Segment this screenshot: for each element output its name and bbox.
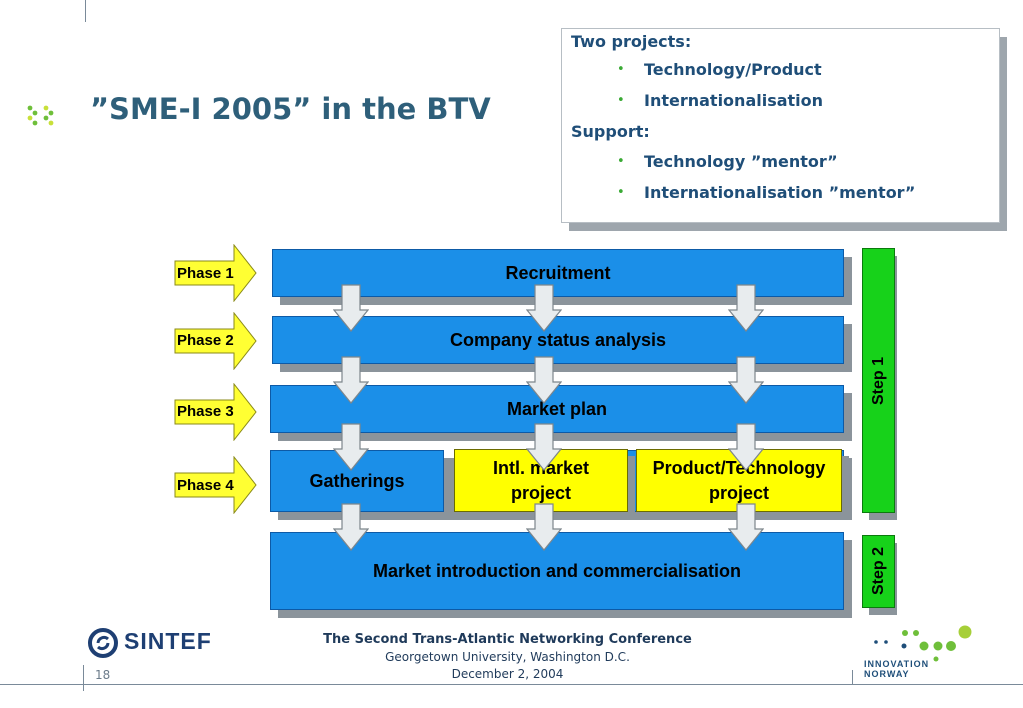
intl-market-label-line1: Intl. market (492, 457, 590, 478)
step-2-label: Step 2 (870, 547, 887, 596)
phase-arrow-icon (174, 456, 257, 514)
support-heading: Support: (571, 122, 650, 141)
down-arrow-icon (728, 503, 764, 551)
conference-venue: Georgetown University, Washington D.C. (385, 650, 630, 664)
phase-3-label: Phase 3 (177, 403, 234, 420)
innovation-norway-text-2: NORWAY (864, 669, 910, 679)
step-2-bar (862, 535, 895, 608)
bullet-icon: • (617, 154, 625, 169)
sintef-logo-icon (88, 628, 118, 658)
phase-arrow-icon (174, 383, 257, 441)
product-technology-label-line2: project (708, 482, 769, 503)
down-arrow-icon (728, 284, 764, 332)
innovation-norway-logo-icon (874, 625, 972, 662)
footer-line (0, 684, 1023, 685)
project-item-technology: Technology/Product (644, 60, 822, 79)
phase-arrow-icon (174, 244, 257, 302)
market-introduction-label: Market introduction and commercialisatio… (372, 560, 742, 581)
phase-2-label: Phase 2 (177, 332, 234, 349)
page-number: 18 (95, 668, 111, 682)
step-1-label: Step 1 (870, 357, 887, 406)
page-title: ”SME-I 2005” in the BTV (90, 92, 491, 126)
phase-4-label: Phase 4 (177, 477, 234, 494)
projects-box: Two projects: • Technology/Product • Int… (561, 28, 1000, 223)
down-arrow-icon (333, 356, 369, 404)
product-technology-label-line1: Product/Technology (652, 457, 826, 478)
bullet-icon: • (617, 93, 625, 108)
conference-date: December 2, 2004 (451, 667, 564, 681)
phase-arrow-icon (174, 312, 257, 370)
down-arrow-icon (333, 423, 369, 471)
bullet-icon: • (617, 185, 625, 200)
title-bullet-icon (27, 105, 54, 126)
step-1-bar (862, 248, 895, 513)
down-arrow-icon (526, 284, 562, 332)
down-arrow-icon (526, 356, 562, 404)
innovation-norway-text-1: INNOVATION (864, 659, 930, 669)
market-plan-label: Market plan (506, 398, 608, 419)
recruitment-label: Recruitment (505, 262, 611, 283)
gatherings-label: Gatherings (309, 470, 405, 491)
bullet-icon: • (617, 62, 625, 77)
support-item-technology-mentor: Technology ”mentor” (644, 152, 838, 171)
status-analysis-label: Company status analysis (449, 329, 667, 350)
header-divider (85, 0, 86, 22)
down-arrow-icon (526, 423, 562, 471)
phase-1-label: Phase 1 (177, 265, 234, 282)
intl-market-label-line2: project (510, 482, 571, 503)
down-arrow-icon (333, 503, 369, 551)
projects-heading: Two projects: (571, 32, 692, 51)
project-item-internationalisation: Internationalisation (644, 91, 824, 110)
conference-name: The Second Trans-Atlantic Networking Con… (323, 632, 692, 647)
down-arrow-icon (526, 503, 562, 551)
down-arrow-icon (728, 423, 764, 471)
market-introduction-box: Market introduction and commercialisatio… (270, 532, 844, 610)
support-item-internationalisation-mentor: Internationalisation ”mentor” (644, 183, 916, 202)
down-arrow-icon (333, 284, 369, 332)
sintef-logo-text: SINTEF (124, 628, 212, 654)
down-arrow-icon (728, 356, 764, 404)
footer-divider-left (83, 665, 84, 691)
footer-divider-right (852, 670, 853, 684)
